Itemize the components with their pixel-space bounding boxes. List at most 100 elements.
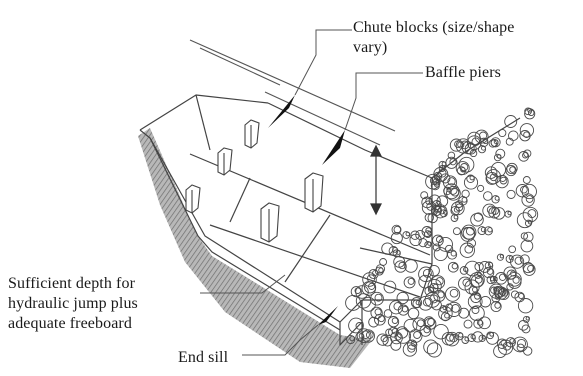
shrub-mark bbox=[514, 256, 523, 265]
shrub-mark bbox=[474, 261, 484, 272]
shrub-mark bbox=[496, 338, 508, 349]
shrub-mark bbox=[504, 115, 518, 128]
shrub-mark bbox=[479, 131, 488, 140]
shrub-mark bbox=[483, 226, 493, 236]
shrub-mark bbox=[374, 313, 386, 326]
shrub-mark bbox=[419, 324, 432, 337]
end-sill-label: End sill bbox=[178, 348, 228, 368]
shrub-mark bbox=[355, 293, 372, 309]
chute-blocks bbox=[185, 119, 260, 214]
shrub-mark bbox=[506, 189, 516, 199]
shrub-mark bbox=[467, 294, 483, 309]
depth-label-line-1: Sufficient depth for bbox=[8, 275, 136, 292]
shrub-mark bbox=[438, 236, 453, 252]
shrub-mark bbox=[518, 292, 525, 300]
shrub-mark bbox=[403, 318, 418, 333]
shrub-mark bbox=[507, 210, 512, 216]
shrub-mark bbox=[459, 242, 475, 258]
shrub-mark bbox=[522, 206, 539, 223]
shrub-mark bbox=[473, 318, 484, 329]
shrub-mark bbox=[447, 151, 456, 160]
shrub-mark bbox=[368, 316, 379, 328]
shrub-mark bbox=[391, 224, 402, 235]
chute-blocks-label-line-1: Chute blocks (size/shape bbox=[353, 19, 515, 36]
shrub-mark bbox=[455, 200, 463, 208]
shrub-mark bbox=[418, 238, 428, 248]
shrub-mark bbox=[464, 244, 474, 254]
chute-block-2 bbox=[244, 119, 260, 149]
chute-block-3 bbox=[185, 184, 201, 214]
shrub-mark bbox=[458, 307, 470, 319]
shrub-mark bbox=[378, 267, 384, 273]
shrub-mark bbox=[423, 326, 431, 334]
shrub-mark bbox=[465, 226, 475, 236]
shrub-mark bbox=[394, 260, 407, 273]
shrub-mark bbox=[478, 316, 491, 330]
shrub-mark bbox=[381, 242, 394, 255]
shrub-mark bbox=[440, 312, 450, 322]
shrub-mark bbox=[423, 339, 439, 355]
shrub-mark bbox=[360, 296, 376, 312]
shrub-mark bbox=[433, 247, 448, 262]
shrub-mark bbox=[403, 276, 416, 289]
ground-shading bbox=[138, 128, 372, 368]
shrub-mark bbox=[520, 239, 534, 253]
shrub-mark bbox=[519, 123, 535, 138]
shrub-mark bbox=[522, 262, 534, 274]
shrub-mark bbox=[422, 298, 432, 307]
shrub-mark bbox=[421, 200, 437, 215]
callout-chute-blocks bbox=[268, 29, 352, 128]
shrub-mark bbox=[444, 312, 450, 319]
shrub-mark bbox=[506, 283, 514, 291]
shrub-mark bbox=[436, 195, 449, 208]
shrub-mark bbox=[453, 206, 460, 213]
shrub-mark bbox=[493, 344, 507, 359]
baffle-piers-label: Baffle piers bbox=[425, 63, 501, 83]
shrub-mark bbox=[473, 212, 483, 222]
shrub-mark bbox=[393, 225, 402, 234]
shrub-mark bbox=[427, 318, 436, 327]
depth-label: Sufficient depth for hydraulic jump plus… bbox=[8, 274, 138, 334]
shrub-mark bbox=[477, 271, 482, 277]
shrub-mark bbox=[444, 331, 460, 347]
shrub-mark bbox=[389, 300, 404, 315]
shrub-mark bbox=[476, 319, 483, 326]
callout-pointer-icon bbox=[322, 130, 345, 165]
shrub-mark bbox=[432, 283, 439, 290]
shrub-mark bbox=[412, 317, 426, 331]
shrub-mark bbox=[375, 264, 386, 274]
callout-depth bbox=[200, 274, 286, 294]
shrub-mark bbox=[525, 195, 534, 203]
shrub-mark bbox=[418, 295, 433, 311]
shrub-mark bbox=[426, 202, 435, 211]
shrub-mark bbox=[514, 291, 525, 303]
shrub-mark bbox=[484, 166, 498, 179]
shrub-mark bbox=[396, 291, 409, 305]
shrub-mark bbox=[441, 161, 447, 167]
shrub-mark bbox=[461, 196, 468, 203]
shrub-mark bbox=[462, 278, 471, 287]
shrub-mark bbox=[508, 245, 517, 254]
shrub-mark bbox=[524, 108, 536, 120]
shrub-mark bbox=[472, 331, 484, 343]
shrub-mark bbox=[366, 274, 376, 283]
shrub-mark bbox=[432, 234, 444, 247]
shrub-mark bbox=[494, 195, 500, 201]
shrub-mark bbox=[383, 280, 397, 294]
chute-block-1 bbox=[217, 147, 233, 176]
shrub-mark bbox=[398, 261, 406, 270]
shrub-mark bbox=[365, 331, 374, 339]
shrub-mark bbox=[522, 176, 531, 184]
shrub-mark bbox=[433, 166, 449, 182]
shrub-mark bbox=[390, 232, 403, 245]
shrub-mark bbox=[498, 273, 507, 281]
shrub-mark bbox=[512, 276, 520, 284]
baffle-piers bbox=[260, 172, 324, 243]
shrub-mark bbox=[516, 338, 527, 349]
shrub-mark bbox=[447, 177, 456, 186]
shrub-mark bbox=[521, 324, 531, 334]
callout-end-sill bbox=[242, 306, 338, 356]
shrub-mark bbox=[376, 333, 389, 346]
shrub-mark bbox=[388, 246, 399, 256]
shrub-mark bbox=[415, 300, 421, 306]
